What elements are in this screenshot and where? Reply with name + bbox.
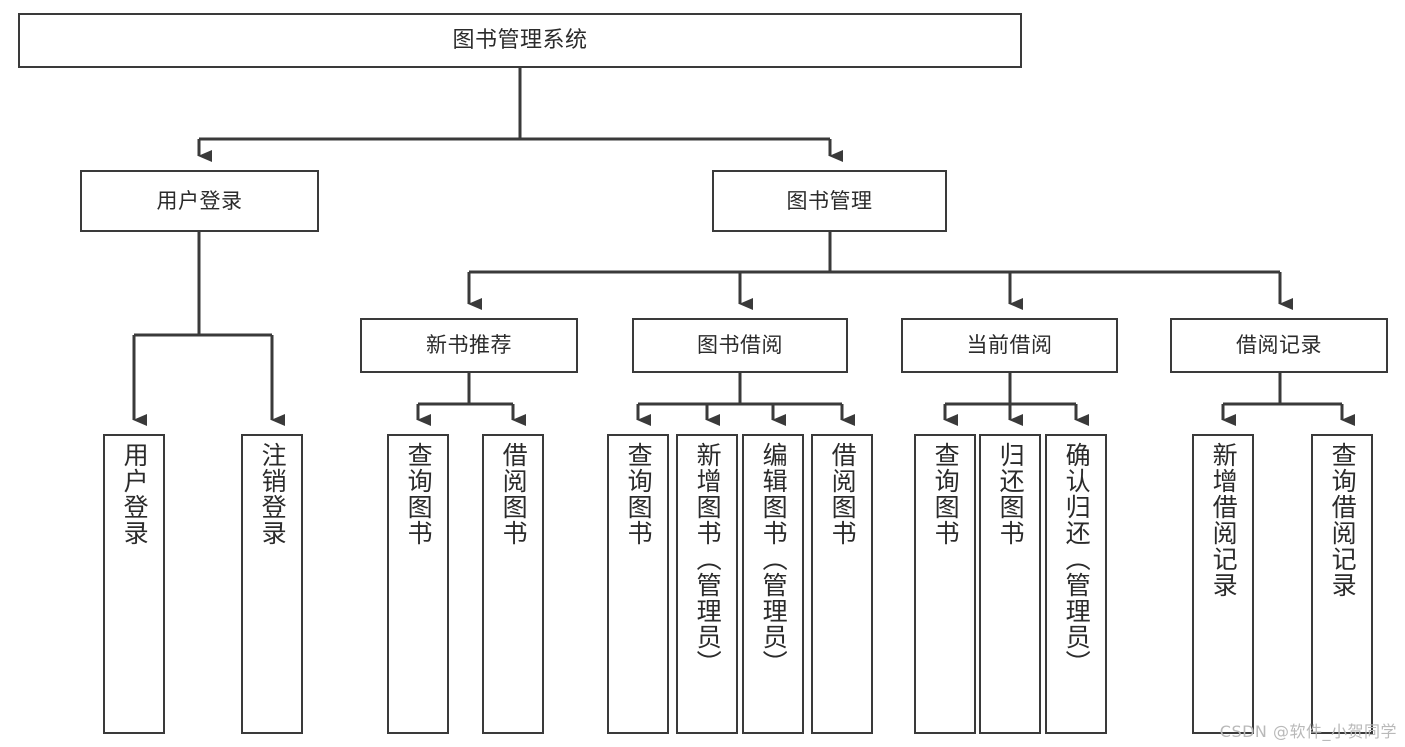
leaf-query-book-3[interactable]: 查询图书 — [914, 434, 976, 734]
node-borrow-record[interactable]: 借阅记录 — [1170, 318, 1388, 373]
node-book-manage[interactable]: 图书管理 — [712, 170, 947, 232]
node-root[interactable]: 图书管理系统 — [18, 13, 1022, 68]
node-book-manage-label: 图书管理 — [786, 188, 873, 213]
leaf-confirm-return-label: 确认归还（管理员） — [1062, 442, 1092, 676]
leaf-query-book-2[interactable]: 查询图书 — [607, 434, 669, 734]
leaf-borrow-book-1[interactable]: 借阅图书 — [482, 434, 544, 734]
leaf-borrow-book-2-label: 借阅图书 — [828, 442, 858, 546]
leaf-borrow-book-1-label: 借阅图书 — [499, 442, 529, 546]
node-book-borrow[interactable]: 图书借阅 — [632, 318, 848, 373]
node-current-borrow[interactable]: 当前借阅 — [901, 318, 1118, 373]
leaf-query-record-label: 查询借阅记录 — [1328, 442, 1358, 598]
leaf-user-login-label: 用户登录 — [120, 442, 150, 546]
node-user-login-label: 用户登录 — [156, 188, 243, 213]
leaf-add-record[interactable]: 新增借阅记录 — [1192, 434, 1254, 734]
leaf-user-logout[interactable]: 注销登录 — [241, 434, 303, 734]
leaf-confirm-return[interactable]: 确认归还（管理员） — [1045, 434, 1107, 734]
leaf-edit-book-label: 编辑图书（管理员） — [759, 442, 789, 676]
leaf-query-book-1-label: 查询图书 — [404, 442, 434, 546]
leaf-user-logout-label: 注销登录 — [258, 442, 288, 546]
leaf-return-book-label: 归还图书 — [996, 442, 1026, 546]
watermark-text: CSDN @软件_小贺同学 — [1219, 722, 1397, 741]
leaf-query-book-2-label: 查询图书 — [624, 442, 654, 546]
leaf-add-record-label: 新增借阅记录 — [1209, 442, 1239, 598]
leaf-edit-book[interactable]: 编辑图书（管理员） — [742, 434, 804, 734]
leaf-add-book[interactable]: 新增图书（管理员） — [676, 434, 738, 734]
leaf-query-book-3-label: 查询图书 — [931, 442, 961, 546]
node-new-book-recommend[interactable]: 新书推荐 — [360, 318, 578, 373]
leaf-borrow-book-2[interactable]: 借阅图书 — [811, 434, 873, 734]
leaf-query-record[interactable]: 查询借阅记录 — [1311, 434, 1373, 734]
node-root-label: 图书管理系统 — [452, 27, 588, 53]
leaf-query-book-1[interactable]: 查询图书 — [387, 434, 449, 734]
node-borrow-record-label: 借阅记录 — [1236, 333, 1322, 358]
leaf-user-login[interactable]: 用户登录 — [103, 434, 165, 734]
node-new-book-recommend-label: 新书推荐 — [426, 333, 512, 358]
leaf-return-book[interactable]: 归还图书 — [979, 434, 1041, 734]
node-book-borrow-label: 图书借阅 — [697, 333, 783, 358]
leaf-add-book-label: 新增图书（管理员） — [693, 442, 723, 676]
node-user-login[interactable]: 用户登录 — [80, 170, 319, 232]
node-current-borrow-label: 当前借阅 — [966, 333, 1053, 358]
